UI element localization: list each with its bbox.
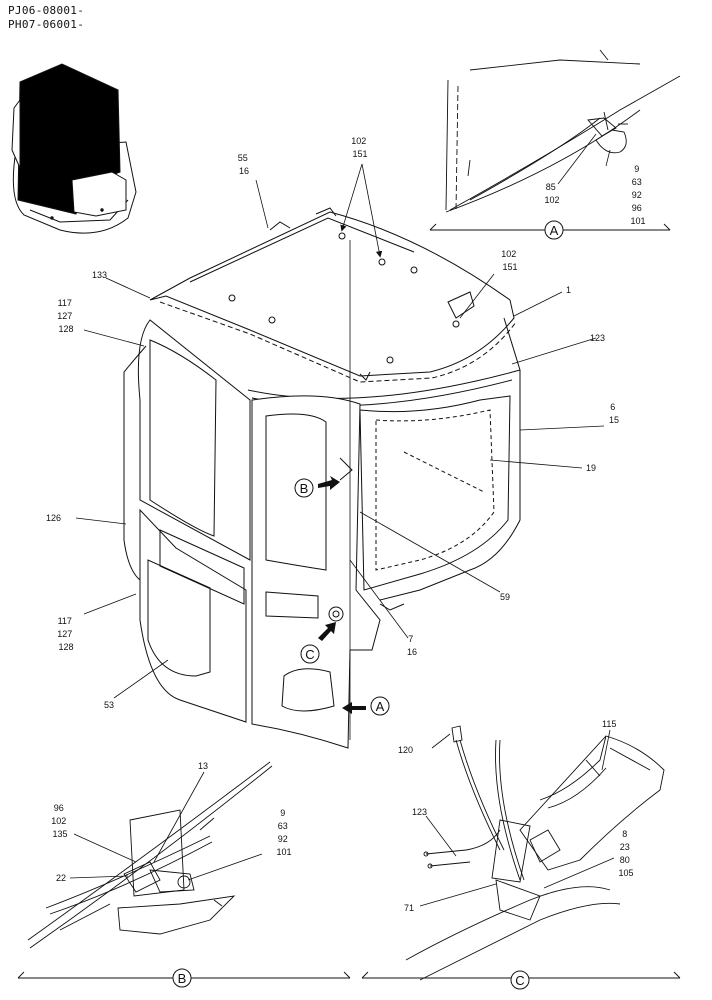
detail-b-marker: B [172, 968, 192, 988]
view-marker-c-label: C [305, 647, 314, 662]
callout-labels: 55 16 102 151 102 151 1 123 6 15 19 59 7… [46, 136, 646, 913]
callout-102-151-top: 102 151 [351, 136, 369, 159]
serial-range-2: PH07-06001- [8, 18, 85, 31]
callout-b-13: 13 [198, 761, 208, 771]
view-marker-a: A [370, 696, 390, 716]
callout-102-151-roof: 102 151 [501, 249, 519, 272]
view-marker-a-label: A [376, 699, 385, 714]
callout-c-71: 71 [404, 903, 414, 913]
serial-range-1: PJ06-08001- [8, 4, 85, 17]
detail-b-view [17, 761, 351, 979]
callout-59: 59 [500, 592, 510, 602]
detail-c-view [361, 725, 681, 981]
view-marker-c: C [300, 644, 320, 664]
thumbnail-cab-icon [11, 63, 137, 234]
callout-126: 126 [46, 513, 61, 523]
view-marker-b: B [294, 478, 314, 498]
detail-a-marker: A [544, 220, 564, 240]
detail-a-view [429, 49, 681, 231]
callout-b-22: 22 [56, 873, 66, 883]
callout-53: 53 [104, 700, 114, 710]
detail-a-marker-label: A [550, 223, 559, 238]
callout-19: 19 [586, 463, 596, 473]
callout-117-127-128-upper: 117 127 128 [57, 298, 75, 334]
callout-133: 133 [92, 270, 107, 280]
callout-6-15: 6 15 [609, 402, 619, 425]
detail-c-marker: C [510, 970, 530, 990]
cab-assembly [123, 207, 521, 749]
callout-1: 1 [566, 285, 571, 295]
callout-b-96-102-135: 96 102 135 [51, 803, 69, 839]
callout-7-16: 7 16 [407, 634, 417, 657]
callout-a-85-102: 85 102 [544, 182, 559, 205]
detail-b-marker-label: B [178, 971, 187, 986]
callout-123: 123 [590, 333, 605, 343]
callout-a-9-63-92-96-101: 9 63 92 96 101 [630, 164, 645, 226]
callout-b-9-63-92-101: 9 63 92 101 [276, 808, 291, 857]
callout-117-127-128-lower: 117 127 128 [57, 616, 75, 652]
callout-c-123: 123 [412, 807, 427, 817]
callout-c-8-23-80-105: 8 23 80 105 [618, 829, 633, 878]
leader-lines [69, 133, 615, 907]
view-marker-b-label: B [300, 481, 309, 496]
callout-c-120: 120 [398, 745, 413, 755]
view-arrows [318, 476, 366, 714]
callout-55-16: 55 16 [238, 153, 251, 176]
detail-c-marker-label: C [515, 973, 524, 988]
callout-c-115: 115 [602, 719, 616, 729]
